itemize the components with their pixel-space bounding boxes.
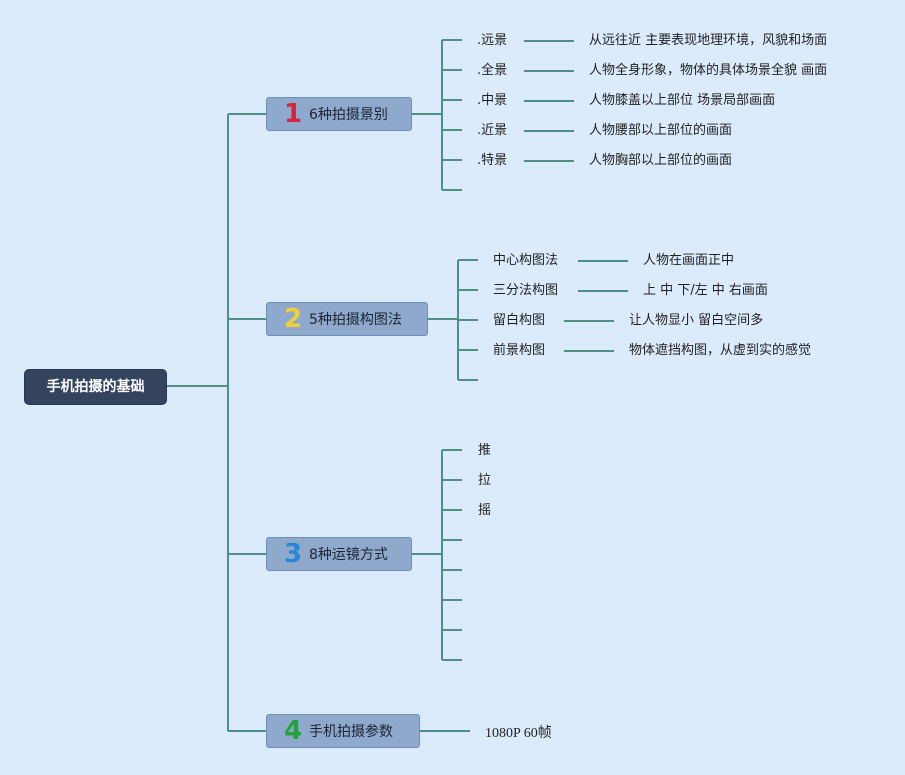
branch-label: 6种拍摄景别: [309, 107, 388, 123]
leaf-desc[interactable]: 人物在画面正中: [643, 253, 735, 268]
branch-label: 5种拍摄构图法: [309, 312, 402, 328]
leaf-desc[interactable]: 上 中 下/左 中 右画面: [643, 283, 768, 298]
leaf-foreground-composition[interactable]: 前景构图: [493, 343, 546, 358]
leaf-rule-of-thirds[interactable]: 三分法构图: [493, 283, 559, 298]
number-badge-2: 2: [283, 304, 303, 334]
branch-composition[interactable]: 2 5种拍摄构图法: [266, 302, 428, 336]
leaf-pull[interactable]: 拉: [478, 473, 492, 488]
leaf-desc[interactable]: 让人物显小 留白空间多: [629, 313, 764, 328]
leaf-pan[interactable]: 摇: [478, 503, 492, 518]
leaf-close-shot[interactable]: .近景: [477, 123, 508, 138]
root-node[interactable]: 手机拍摄的基础: [25, 370, 166, 404]
leaf-desc[interactable]: 人物腰部以上部位的画面: [589, 123, 733, 138]
branch-shot-sizes[interactable]: 1 6种拍摄景别: [266, 97, 412, 131]
branch-camera-moves[interactable]: 3 8种运镜方式: [266, 537, 412, 571]
leaf-desc[interactable]: 物体遮挡构图，从虚到实的感觉: [629, 343, 812, 358]
leaf-desc[interactable]: 从远往近 主要表现地理环境，风貌和场面: [589, 33, 828, 48]
leaf-center-composition[interactable]: 中心构图法: [493, 253, 559, 268]
number-badge-1: 1: [283, 99, 303, 129]
leaf-desc[interactable]: 人物全身形象，物体的具体场景全貌 画面: [589, 63, 828, 78]
leaf-desc[interactable]: 人物胸部以上部位的画面: [589, 153, 733, 168]
leaf-resolution-framerate[interactable]: 1080P 60帧: [485, 726, 552, 741]
leaf-medium-shot[interactable]: .中景: [477, 93, 508, 108]
number-badge-3: 3: [283, 539, 303, 569]
leaf-push[interactable]: 推: [478, 443, 492, 458]
leaf-full-shot[interactable]: .全景: [477, 63, 508, 78]
branch-camera-params[interactable]: 4 手机拍摄参数: [266, 714, 420, 748]
leaf-closeup-shot[interactable]: .特景: [477, 153, 508, 168]
branch-label: 手机拍摄参数: [309, 724, 393, 740]
leaf-negative-space[interactable]: 留白构图: [493, 313, 546, 328]
leaf-long-shot[interactable]: .远景: [477, 33, 508, 48]
branch-label: 8种运镜方式: [309, 547, 388, 563]
leaf-desc[interactable]: 人物膝盖以上部位 场景局部画面: [589, 93, 776, 108]
number-badge-4: 4: [283, 716, 303, 746]
